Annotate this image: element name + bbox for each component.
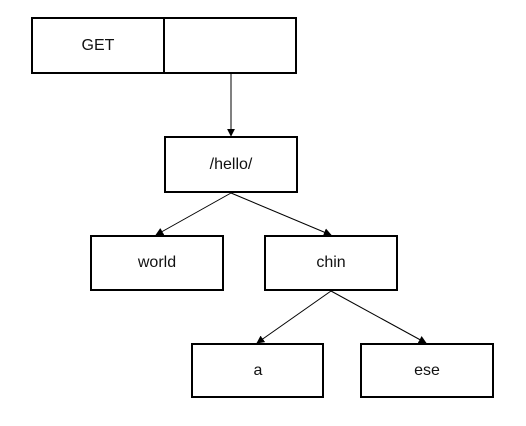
get-method-box: GET bbox=[31, 17, 165, 74]
root-path-node: /hello/ bbox=[164, 136, 298, 193]
ese-node: ese bbox=[360, 343, 494, 398]
chin-to-ese-arrow bbox=[330, 290, 427, 344]
get-label: GET bbox=[82, 37, 115, 54]
root-path-label: /hello/ bbox=[210, 156, 253, 173]
root-to-chin-arrow bbox=[230, 192, 332, 236]
a-node: a bbox=[191, 343, 324, 398]
world-label: world bbox=[137, 254, 176, 271]
method-empty-cell bbox=[163, 17, 297, 74]
root-to-world-arrow bbox=[155, 192, 232, 236]
chin-to-a-arrow bbox=[256, 290, 332, 344]
a-label: a bbox=[254, 362, 263, 379]
world-node: world bbox=[90, 235, 224, 291]
chin-label: chin bbox=[316, 254, 345, 271]
ese-label: ese bbox=[414, 362, 440, 379]
chin-node: chin bbox=[264, 235, 398, 291]
